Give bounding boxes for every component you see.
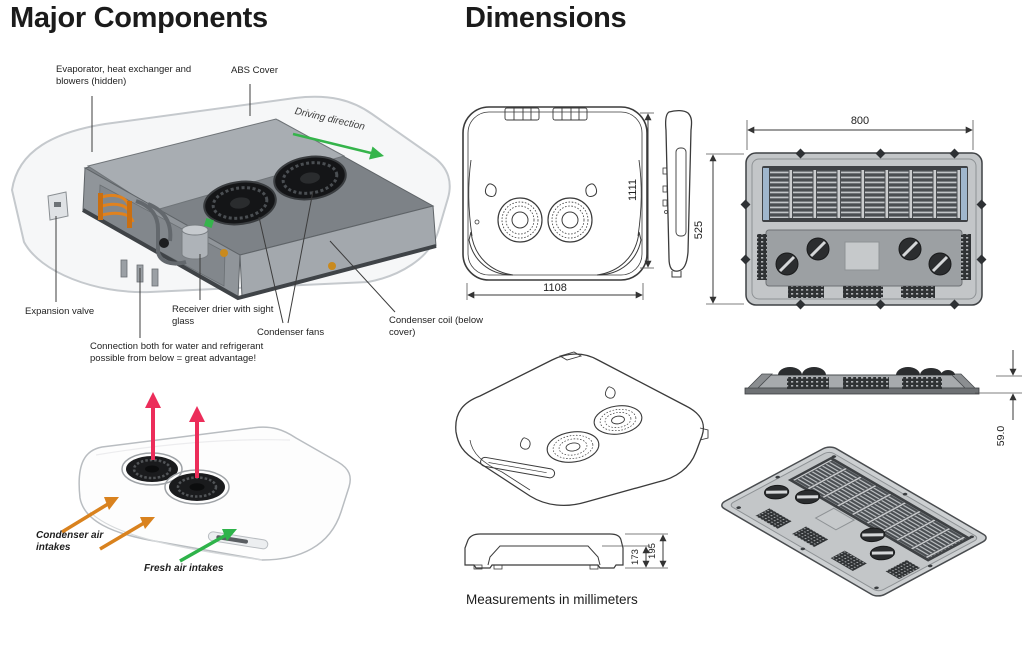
condenser-fan-right [273, 155, 347, 201]
iso-fan-left [546, 431, 600, 463]
iso-cover-line-drawing [455, 351, 709, 507]
top-view-fan-left [497, 197, 543, 243]
condenser-intake-arrow-icons [61, 497, 155, 551]
condenser-grille [762, 166, 968, 222]
exhaust-air-arrow-icons [145, 392, 205, 478]
mounting-lugs [740, 148, 987, 310]
label-condenser-air-intakes: Condenser air intakes [36, 530, 104, 553]
dim-1108: 1108 [466, 282, 644, 300]
service-fittings [775, 237, 952, 276]
coolant-tubes [135, 199, 187, 266]
label-connection-note: Connection both for water and refrigeran… [90, 341, 264, 364]
label-evaporator: Evaporator, heat exchanger and blowers (… [56, 64, 192, 87]
dim-1111: 1111 [627, 112, 654, 269]
leader-lines [55, 84, 396, 338]
top-view-drawing [462, 106, 648, 281]
dim-label-173: 173 [630, 549, 641, 565]
label-abs-cover: ABS Cover [231, 65, 278, 76]
measurements-footnote: Measurements in millimeters [466, 592, 638, 607]
page-title-dimensions: Dimensions [465, 2, 627, 34]
driving-direction-arrow-icon [292, 132, 384, 160]
fresh-air-arrow-icon [179, 529, 237, 563]
side-profile-line-drawing [662, 109, 693, 278]
dim-label-800: 800 [851, 115, 869, 127]
cover-side-view-drawing [464, 533, 624, 570]
dim-173: 173 [602, 545, 668, 569]
airflow-illustration [61, 392, 351, 563]
label-fresh-air-intakes: Fresh air intakes [144, 563, 224, 574]
top-view-fan-right [547, 197, 593, 243]
dim-label-1108: 1108 [543, 282, 567, 294]
main-unit-illustration [10, 84, 451, 338]
label-expansion-valve: Expansion valve [25, 306, 95, 317]
page-title-major-components: Major Components [10, 2, 268, 34]
condenser-fan-left [203, 180, 277, 226]
label-condenser-fans: Condenser fans [257, 327, 325, 338]
dim-label-1111: 1111 [627, 179, 639, 201]
bottom-iso-drawing [718, 445, 990, 598]
dim-800: 800 [746, 115, 974, 150]
receiver-drier-shape [159, 217, 336, 270]
dim-label-59: 59.0 [995, 426, 1007, 447]
bottom-view-drawing [740, 148, 987, 310]
dim-59: 59.0 [975, 350, 1022, 446]
dim-195: 195 [625, 533, 668, 568]
label-condenser-coil: Condenser coil (below cover) [389, 315, 483, 338]
base-side-profile-drawing [744, 367, 980, 395]
dim-label-525: 525 [693, 221, 705, 239]
dim-label-195: 195 [647, 543, 658, 559]
label-receiver-drier: Receiver drier with sight glass [172, 304, 274, 327]
iso-fan-right [593, 405, 643, 435]
dim-525: 525 [693, 153, 744, 305]
